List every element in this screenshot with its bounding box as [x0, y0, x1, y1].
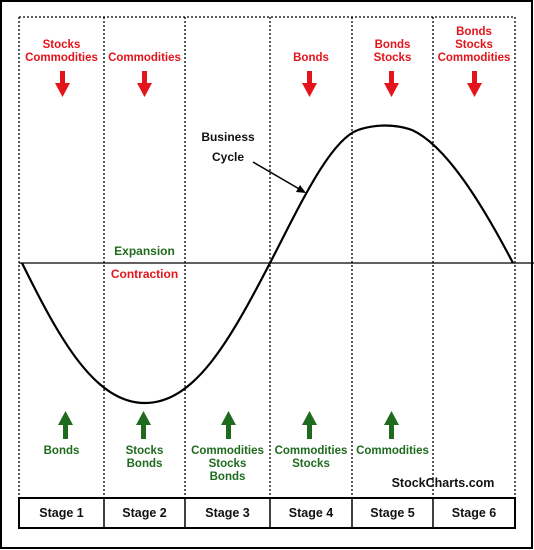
buy-arrow-up-icon: [136, 411, 151, 439]
stage-label-4: Stage 4: [288, 506, 334, 520]
stage-label-5: Stage 5: [370, 506, 415, 520]
source-credit: StockCharts.com: [391, 476, 495, 490]
sell-label-stage-4: Bonds: [293, 52, 329, 64]
stage-label-1: Stage 1: [39, 506, 84, 520]
stage-dividers: [18, 17, 516, 498]
stage-label-3: Stage 3: [205, 506, 250, 520]
expansion-label: Expansion: [114, 244, 175, 258]
buy-label-stage-5: Commodities: [356, 445, 429, 457]
stage-box-dividers: [103, 498, 434, 528]
sell-arrow-down-icon: [384, 71, 399, 97]
sell-label-stage-6: Bonds Stocks Commodities: [437, 26, 511, 64]
buy-label-stage-2: Stocks Bonds: [125, 445, 164, 470]
sell-arrow-down-icon: [302, 71, 317, 97]
buy-label-stage-1: Bonds: [43, 445, 80, 457]
sell-arrow-down-icon: [137, 71, 152, 97]
buy-label-stage-4: Commodities Stocks: [274, 445, 348, 470]
business-cycle-pointer-head: [296, 185, 306, 193]
business-cycle-curve: [21, 124, 514, 405]
buy-arrow-up-icon: [384, 411, 399, 439]
sell-arrows: [55, 71, 482, 97]
buy-arrow-up-icon: [58, 411, 73, 439]
buy-arrow-up-icon: [302, 411, 317, 439]
sell-arrow-down-icon: [55, 71, 70, 97]
buy-label-stage-3: Commodities Stocks Bonds: [191, 445, 264, 483]
sell-arrow-down-icon: [467, 71, 482, 97]
contraction-label: Contraction: [110, 267, 179, 281]
stage-label-2: Stage 2: [122, 506, 167, 520]
buy-arrow-up-icon: [221, 411, 236, 439]
business-cycle-label: Business Cycle: [201, 130, 255, 164]
sell-label-stage-5: Bonds Stocks: [373, 39, 412, 64]
sell-label-stage-2: Commodities: [108, 52, 181, 64]
buy-arrows: [58, 411, 399, 439]
stage-label-6: Stage 6: [451, 506, 497, 520]
sell-label-stage-1: Stocks Commodities: [25, 39, 98, 64]
business-cycle-pointer: [252, 161, 302, 191]
